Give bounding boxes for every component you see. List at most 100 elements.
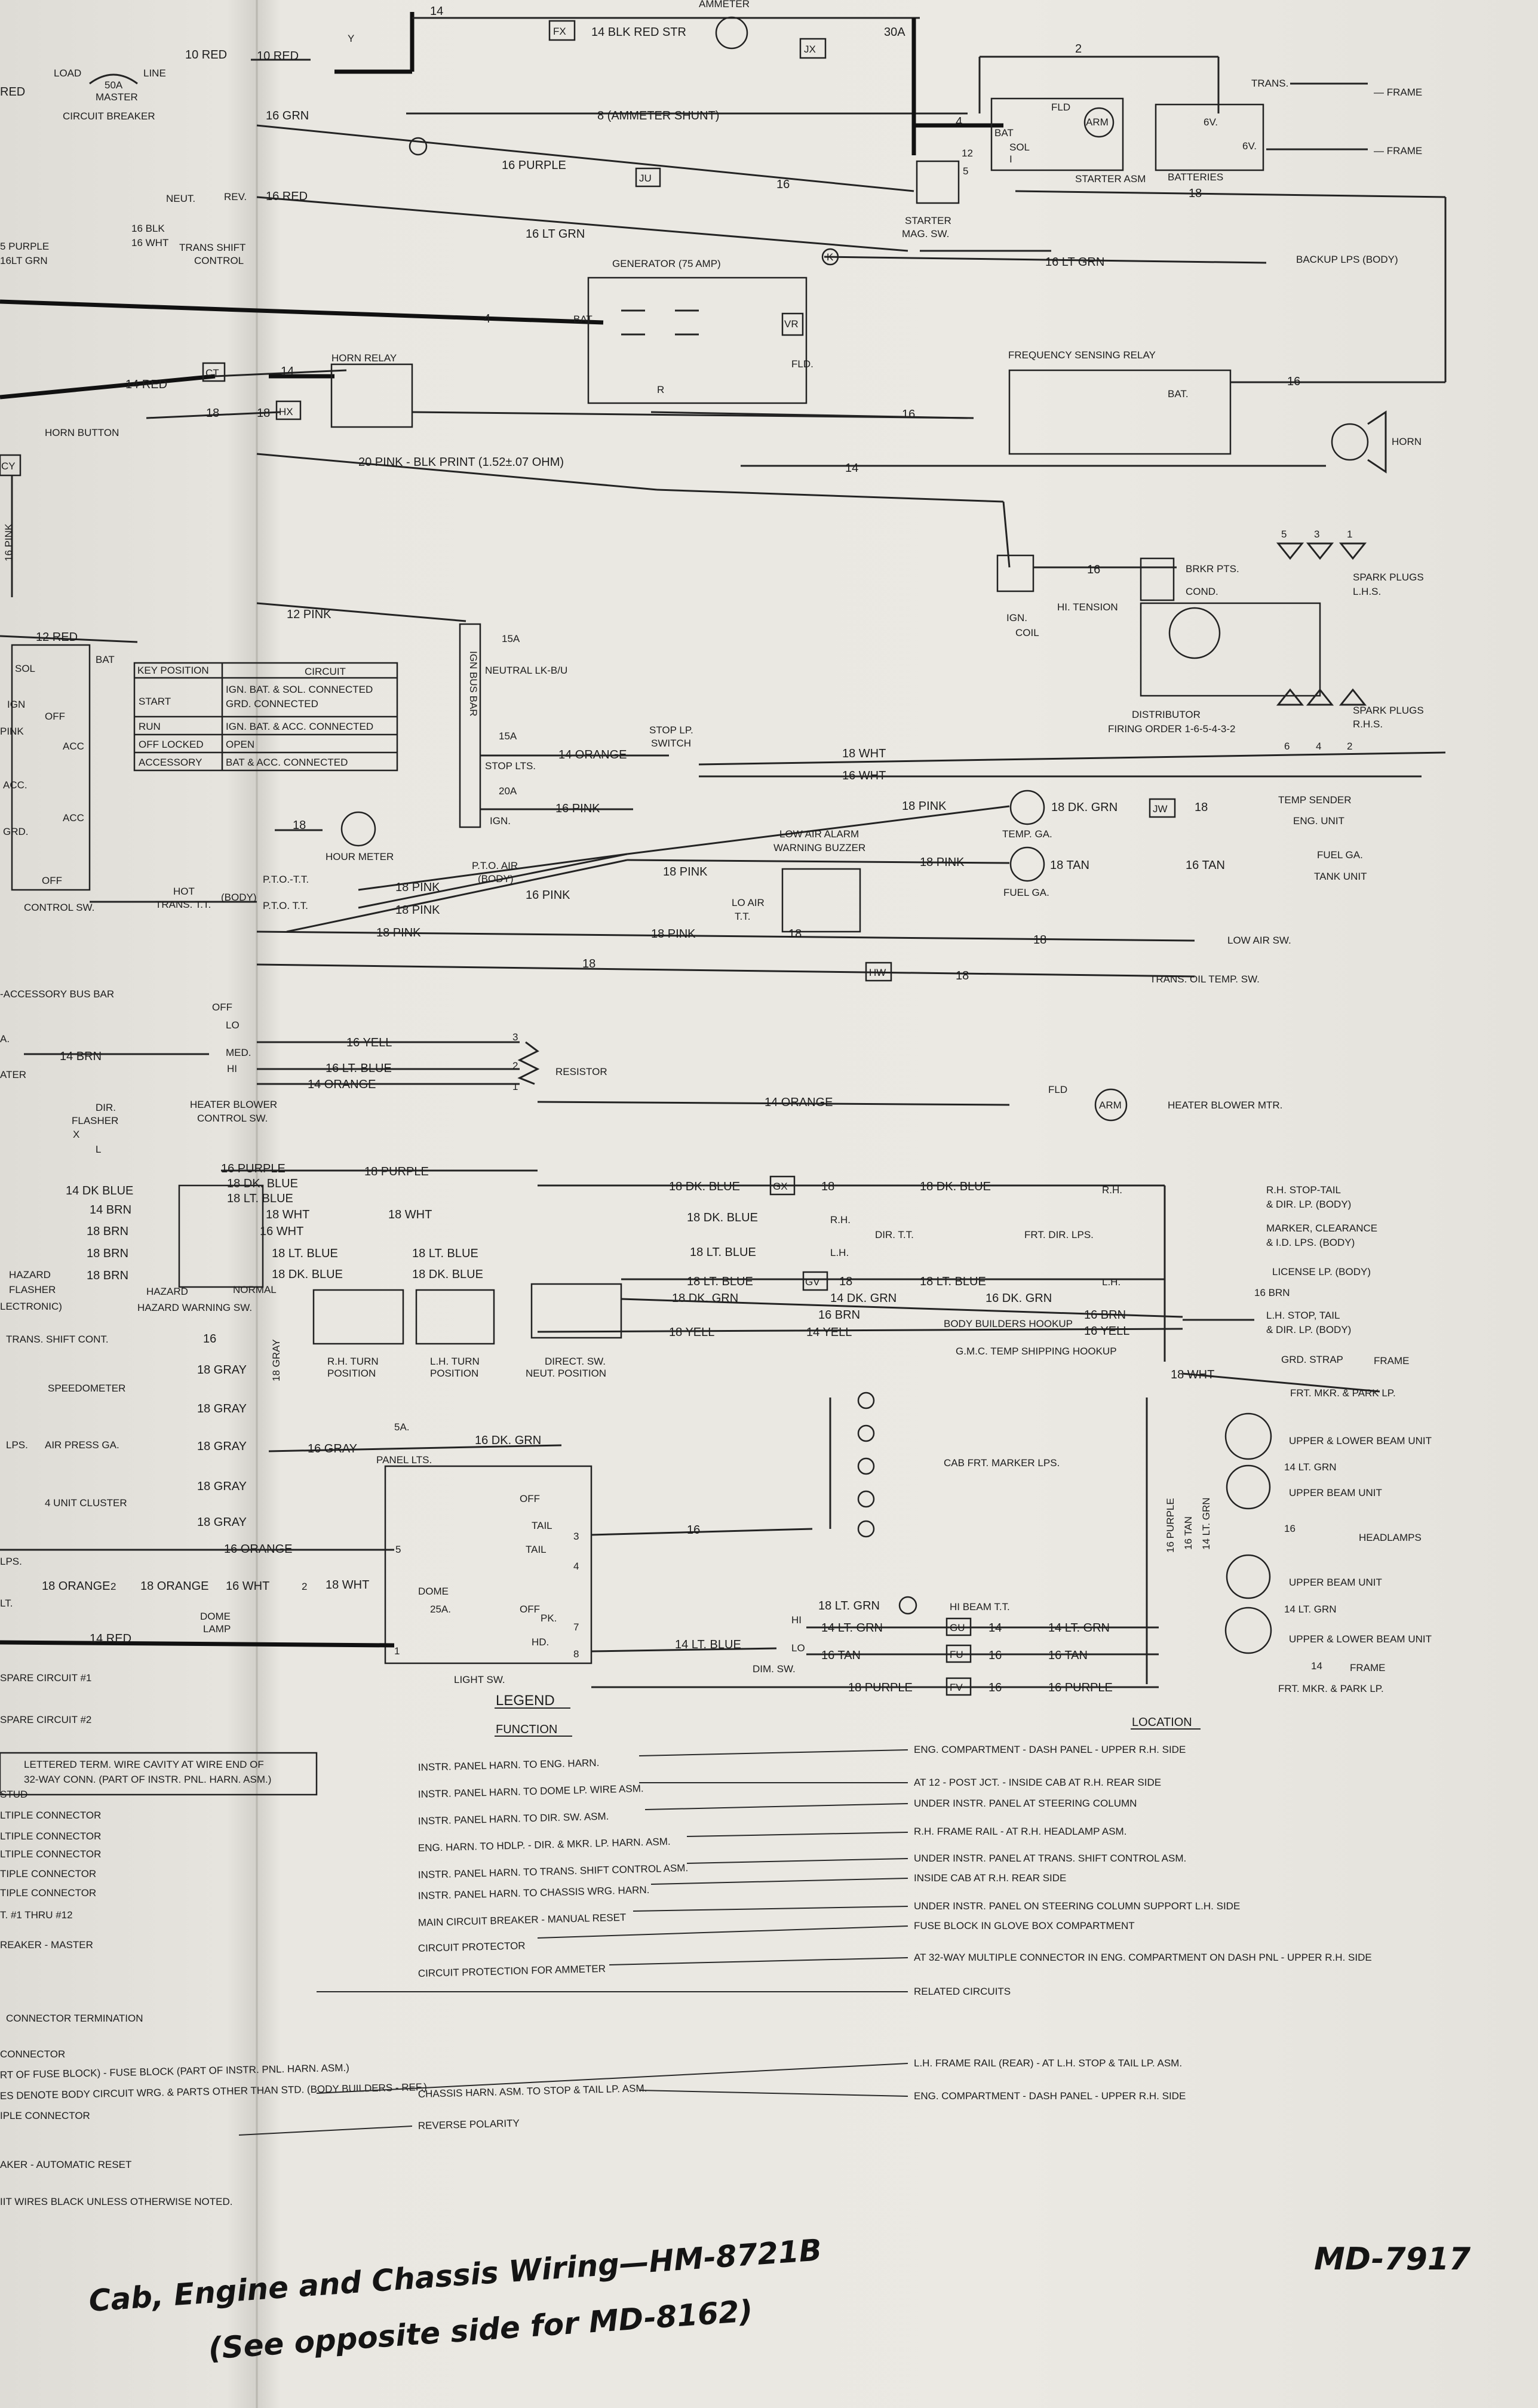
svg-text:L.H.: L.H.	[830, 1247, 849, 1258]
legend-left-item: LTIPLE CONNECTOR	[0, 1810, 101, 1821]
legend-location: L.H. FRAME RAIL (REAR) - AT L.H. STOP & …	[914, 2057, 1182, 2069]
svg-text:R.H.: R.H.	[1102, 1184, 1122, 1196]
label-load: LOAD	[54, 67, 81, 79]
svg-text:16: 16	[687, 1524, 700, 1537]
svg-text:OPEN: OPEN	[226, 739, 254, 750]
legend-left-item: LETTERED TERM. WIRE CAVITY AT WIRE END O…	[24, 1759, 264, 1770]
svg-text:16LT GRN: 16LT GRN	[0, 255, 48, 266]
svg-text:3: 3	[512, 1031, 518, 1043]
svg-text:5: 5	[395, 1544, 401, 1555]
svg-text:25A.: 25A.	[430, 1604, 451, 1615]
svg-text:G.M.C. TEMP SHIPPING HOOKUP: G.M.C. TEMP SHIPPING HOOKUP	[956, 1346, 1117, 1357]
legend-location: UNDER INSTR. PANEL AT TRANS. SHIFT CONTR…	[914, 1853, 1186, 1864]
svg-text:18 WHT: 18 WHT	[1171, 1368, 1214, 1381]
svg-text:ATER: ATER	[0, 1069, 26, 1080]
svg-text:18 LT. BLUE: 18 LT. BLUE	[687, 1275, 753, 1288]
svg-text:NEUT. POSITION: NEUT. POSITION	[526, 1368, 606, 1379]
resistor-symbol	[517, 1041, 540, 1085]
svg-text:14: 14	[281, 365, 294, 378]
svg-text:R.H.S.: R.H.S.	[1353, 718, 1383, 730]
svg-text:14 ORANGE: 14 ORANGE	[765, 1096, 833, 1109]
svg-text:16 GRAY: 16 GRAY	[308, 1442, 357, 1455]
svg-text:18 WHT: 18 WHT	[326, 1578, 369, 1592]
direction-lamps: 18 DK. BLUE GX 18 18 DK. BLUE R.H. 18 DK…	[537, 1175, 1410, 1366]
svg-text:GU: GU	[950, 1622, 965, 1633]
svg-text:BRKR PTS.: BRKR PTS.	[1186, 563, 1239, 575]
svg-text:18: 18	[582, 957, 595, 970]
upper-lower-beam-unit-2	[1224, 1607, 1272, 1654]
svg-text:14 DK. GRN: 14 DK. GRN	[830, 1292, 897, 1305]
svg-text:FV: FV	[950, 1682, 963, 1693]
distributor	[1140, 602, 1321, 697]
svg-text:LECTRONIC): LECTRONIC)	[0, 1301, 62, 1312]
svg-text:18: 18	[206, 407, 219, 420]
svg-text:COND.: COND.	[1186, 586, 1218, 597]
svg-text:IGN. BAT. & SOL. CONNECTED: IGN. BAT. & SOL. CONNECTED	[226, 684, 373, 695]
svg-text:16 LT GRN: 16 LT GRN	[526, 228, 585, 241]
svg-text:L.H. TURN: L.H. TURN	[430, 1356, 480, 1367]
svg-text:18 GRAY: 18 GRAY	[197, 1480, 247, 1493]
svg-text:14 LT. GRN: 14 LT. GRN	[1284, 1461, 1337, 1473]
svg-text:18 LT. BLUE: 18 LT. BLUE	[412, 1247, 478, 1260]
svg-text:8: 8	[573, 1648, 579, 1660]
svg-text:18 PINK: 18 PINK	[395, 904, 440, 917]
legend-left-item: LTIPLE CONNECTOR	[0, 1830, 101, 1842]
svg-text:TAIL: TAIL	[526, 1544, 547, 1555]
legend-location: RELATED CIRCUITS	[914, 1986, 1011, 1997]
svg-text:14 RED: 14 RED	[125, 378, 167, 391]
label-spare-circuit-1: SPARE CIRCUIT #1	[0, 1672, 91, 1684]
starter-mag-switch	[916, 160, 960, 204]
fuel-gauge	[1009, 846, 1045, 882]
label-tank-unit: TANK UNIT	[1314, 871, 1367, 882]
spare-circuits: SPARE CIRCUIT #1 SPARE CIRCUIT #2	[0, 1672, 91, 1725]
svg-text:18: 18	[293, 819, 306, 832]
svg-text:SOL: SOL	[15, 663, 35, 674]
svg-text:BAT: BAT	[994, 127, 1014, 139]
svg-text:OFF: OFF	[42, 875, 62, 886]
svg-text:LO AIR: LO AIR	[732, 897, 765, 908]
legend-function: INSTR. PANEL HARN. TO TRANS. SHIFT CONTR…	[418, 1862, 689, 1881]
svg-text:16 RED: 16 RED	[266, 190, 308, 203]
svg-text:2: 2	[110, 1581, 116, 1592]
label-low-air-sw: LOW AIR SW.	[1227, 935, 1291, 946]
svg-text:16 BLK: 16 BLK	[131, 223, 165, 234]
svg-text:ARM: ARM	[1086, 116, 1109, 128]
svg-text:— FRAME: — FRAME	[1374, 145, 1422, 156]
ignition-control-switch: SOL IGN OFF ACC PINK ACC. ACC GRD. OFF B…	[0, 644, 257, 913]
label-horn: HORN	[1392, 436, 1422, 447]
ign-bus-bar-section: 12 RED 12 PINK IGN BUS BAR 15A NEUTRAL L…	[0, 602, 1446, 828]
svg-text:TEMP. GA.: TEMP. GA.	[1002, 828, 1052, 840]
svg-text:16 PINK: 16 PINK	[3, 523, 14, 561]
key-table-row: OFF LOCKED	[139, 739, 204, 750]
svg-text:5A.: 5A.	[394, 1421, 410, 1433]
svg-text:16 DK. GRN: 16 DK. GRN	[986, 1292, 1052, 1305]
lh-turn-position	[415, 1289, 495, 1345]
svg-text:12 PINK: 12 PINK	[287, 608, 331, 621]
label-starter-asm: STARTER ASM	[1075, 173, 1146, 185]
legend-function: CHASSIS HARN. ASM. TO STOP & TAIL LP. AS…	[418, 2083, 647, 2100]
svg-text:18: 18	[1033, 933, 1046, 947]
svg-text:P.T.O. AIR: P.T.O. AIR	[472, 860, 518, 871]
hour-meter-pto: 18 HOUR METER P.T.O.-T.T. P.T.O. T.T. 18…	[256, 811, 1291, 947]
svg-text:18 DK. BLUE: 18 DK. BLUE	[272, 1268, 343, 1281]
legend-left-item: LTIPLE CONNECTOR	[0, 1848, 101, 1860]
left-cy-pink: CY 16 PINK	[0, 454, 22, 597]
svg-text:18 PINK: 18 PINK	[920, 856, 965, 869]
svg-text:TRANS SHIFT: TRANS SHIFT	[179, 242, 245, 253]
label-frequency-sensing-relay: FREQUENCY SENSING RELAY	[1008, 349, 1156, 361]
legend-location: ENG. COMPARTMENT - DASH PANEL - UPPER R.…	[914, 1744, 1186, 1755]
svg-text:MED.: MED.	[226, 1047, 251, 1058]
upper-lower-beam-unit	[1224, 1412, 1272, 1460]
svg-text:16: 16	[776, 178, 790, 191]
legend-location: FUSE BLOCK IN GLOVE BOX COMPARTMENT	[914, 1920, 1135, 1931]
horn	[1331, 423, 1369, 461]
svg-text:PK.: PK.	[541, 1612, 557, 1624]
svg-text:UPPER BEAM UNIT: UPPER BEAM UNIT	[1289, 1487, 1382, 1498]
ign-bus-bar	[459, 623, 481, 828]
svg-text:ARM: ARM	[1099, 1099, 1122, 1111]
svg-text:18 BRN: 18 BRN	[87, 1247, 128, 1260]
svg-text:(BODY): (BODY)	[221, 892, 257, 903]
svg-text:HI: HI	[227, 1063, 237, 1074]
svg-text:14 YELL: 14 YELL	[806, 1326, 852, 1339]
svg-text:14 BRN: 14 BRN	[60, 1050, 102, 1063]
